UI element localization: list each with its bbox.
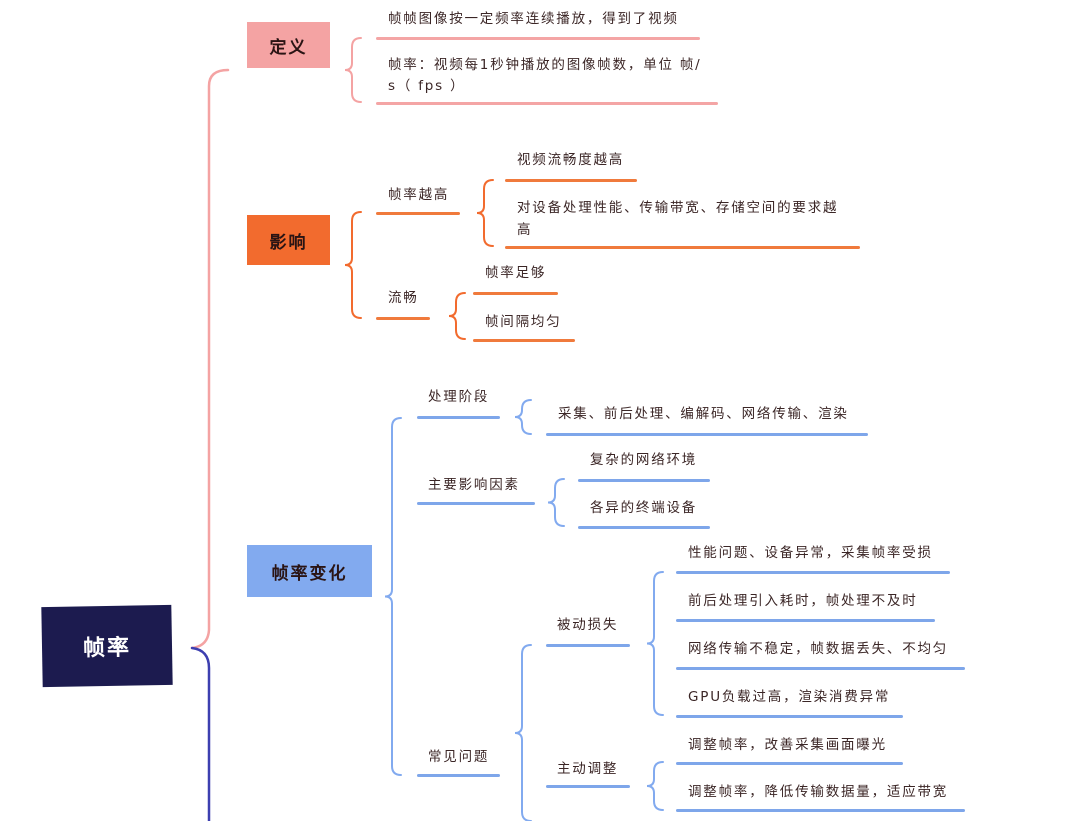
underline bbox=[376, 317, 430, 320]
underline bbox=[676, 762, 903, 765]
underline bbox=[676, 809, 965, 812]
trunk-connector-definition bbox=[190, 68, 230, 650]
impact-item: 帧间隔均匀 bbox=[485, 314, 562, 330]
impact-item: 帧率足够 bbox=[485, 265, 547, 281]
brace-connector bbox=[646, 761, 664, 811]
underline bbox=[473, 292, 558, 295]
definition-item: s（ fps ） bbox=[388, 78, 466, 94]
stage-item: 采集、前后处理、编解码、网络传输、渲染 bbox=[558, 406, 849, 422]
underline bbox=[676, 667, 965, 670]
impact-high-node[interactable]: 帧率越高 bbox=[388, 187, 450, 203]
underline bbox=[546, 433, 868, 436]
node-frame-rate-change[interactable]: 帧率变化 bbox=[247, 545, 372, 597]
underline bbox=[417, 774, 500, 777]
brace-connector bbox=[547, 478, 565, 527]
factor-item: 各异的终端设备 bbox=[590, 500, 698, 516]
node-impact[interactable]: 影响 bbox=[247, 215, 330, 265]
underline bbox=[376, 212, 460, 215]
underline bbox=[505, 246, 860, 249]
underline bbox=[473, 339, 575, 342]
brace-connector bbox=[476, 179, 494, 247]
definition-item: 帧率：视频每1秒钟播放的图像帧数，单位 帧/ bbox=[388, 57, 702, 73]
brace-connector bbox=[514, 399, 532, 435]
underline bbox=[676, 715, 903, 718]
root-node[interactable]: 帧率 bbox=[41, 604, 173, 688]
passive-node[interactable]: 被动损失 bbox=[557, 617, 619, 633]
passive-item: GPU负载过高，渲染消费异常 bbox=[688, 689, 891, 705]
underline bbox=[546, 785, 630, 788]
active-node[interactable]: 主动调整 bbox=[557, 761, 619, 777]
impact-item: 视频流畅度越高 bbox=[517, 152, 625, 168]
underline bbox=[376, 37, 700, 40]
brace-connector bbox=[344, 37, 362, 103]
brace-connector bbox=[344, 211, 362, 319]
underline bbox=[505, 179, 637, 182]
active-item: 调整帧率，改善采集画面曝光 bbox=[688, 737, 887, 753]
definition-item: 帧帧图像按一定频率连续播放，得到了视频 bbox=[388, 11, 679, 27]
brace-connector bbox=[448, 292, 466, 340]
passive-item: 性能问题、设备异常，采集帧率受损 bbox=[688, 545, 933, 561]
underline bbox=[376, 102, 718, 105]
factors-node[interactable]: 主要影响因素 bbox=[428, 477, 520, 493]
underline bbox=[417, 502, 535, 505]
problems-node[interactable]: 常见问题 bbox=[428, 749, 490, 765]
brace-connector bbox=[384, 417, 402, 776]
underline bbox=[578, 479, 710, 482]
impact-item: 对设备处理性能、传输带宽、存储空间的要求越 bbox=[517, 200, 839, 216]
brace-connector bbox=[514, 644, 532, 821]
factor-item: 复杂的网络环境 bbox=[590, 452, 698, 468]
underline bbox=[676, 571, 950, 574]
trunk-connector-lower bbox=[190, 646, 211, 821]
node-definition[interactable]: 定义 bbox=[247, 22, 330, 68]
impact-item: 高 bbox=[517, 222, 533, 238]
impact-smooth-node[interactable]: 流畅 bbox=[388, 290, 419, 306]
stage-node[interactable]: 处理阶段 bbox=[428, 389, 490, 405]
brace-connector bbox=[646, 571, 664, 716]
underline bbox=[578, 526, 710, 529]
passive-item: 前后处理引入耗时，帧处理不及时 bbox=[688, 593, 918, 609]
underline bbox=[676, 619, 935, 622]
active-item: 调整帧率，降低传输数据量，适应带宽 bbox=[688, 784, 949, 800]
passive-item: 网络传输不稳定，帧数据丢失、不均匀 bbox=[688, 641, 949, 657]
underline bbox=[417, 416, 500, 419]
underline bbox=[546, 644, 630, 647]
